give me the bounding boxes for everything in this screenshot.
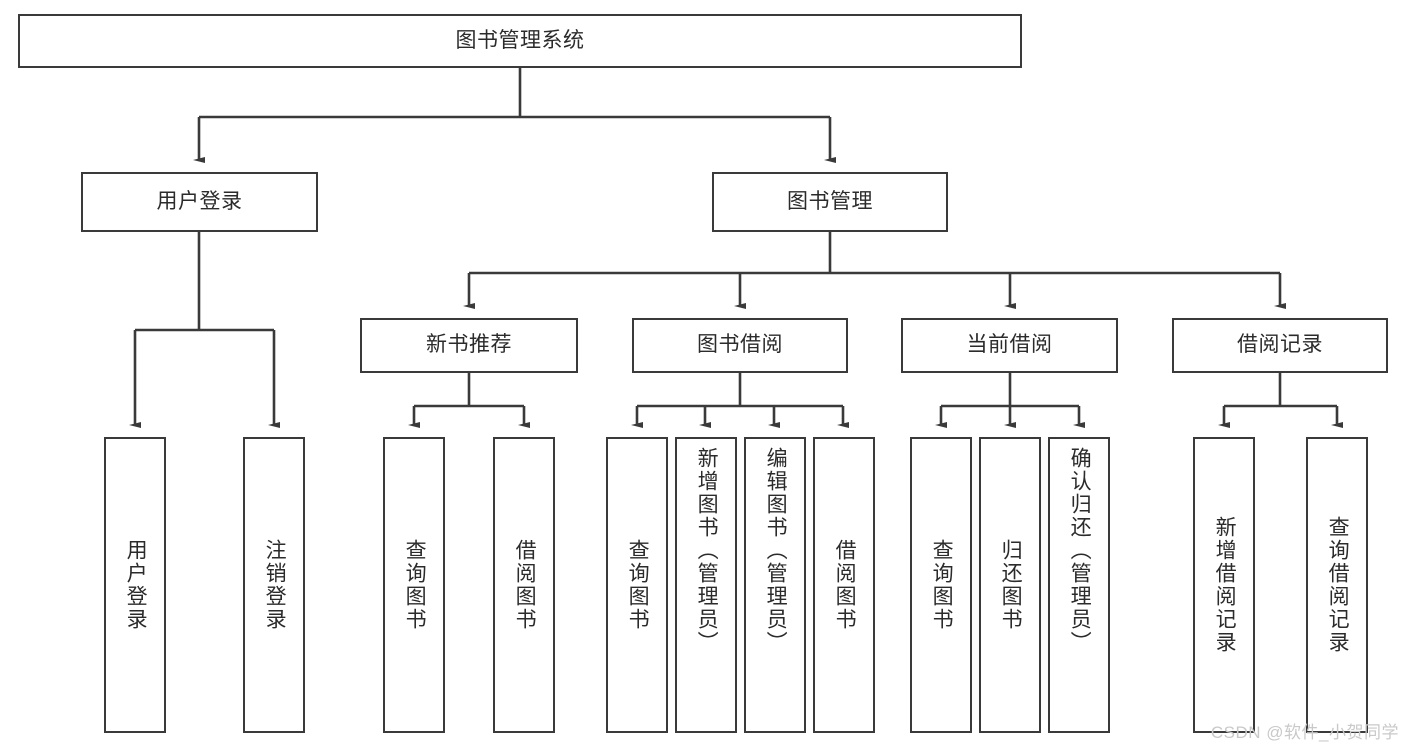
leaf-label: 用户登录 [124,539,148,631]
leaf-label: 注销登录 [263,539,287,631]
leaf-label: 借阅图书 [513,539,537,631]
node-current-borrow[interactable]: 当前借阅 [901,318,1118,373]
leaf-user-login[interactable]: 用户登录 [104,437,166,733]
node-label: 图书管理系统 [455,28,585,52]
node-label: 用户登录 [156,189,243,213]
leaf-label: 归还图书 [999,539,1023,631]
leaf-add-book-admin[interactable]: 新增图书（管理员） [675,437,737,733]
node-label: 图书借阅 [697,333,783,357]
leaf-query-borrow-record[interactable]: 查询借阅记录 [1306,437,1368,733]
leaf-label: 查询借阅记录 [1326,516,1350,654]
leaf-label: 新增借阅记录 [1213,516,1237,654]
node-label: 新书推荐 [426,333,512,357]
leaf-logout[interactable]: 注销登录 [243,437,305,733]
leaf-add-borrow-record[interactable]: 新增借阅记录 [1193,437,1255,733]
node-borrow-record[interactable]: 借阅记录 [1172,318,1388,373]
leaf-query-book-recommend[interactable]: 查询图书 [383,437,445,733]
node-label: 当前借阅 [966,333,1053,357]
leaf-return-book[interactable]: 归还图书 [979,437,1041,733]
node-label: 借阅记录 [1237,333,1323,357]
leaf-label: 确认归还（管理员） [1068,447,1092,654]
node-root-book-management-system[interactable]: 图书管理系统 [18,14,1022,68]
leaf-borrow-book[interactable]: 借阅图书 [813,437,875,733]
leaf-query-book-current[interactable]: 查询图书 [910,437,972,733]
node-book-borrow[interactable]: 图书借阅 [632,318,848,373]
leaf-label: 新增图书（管理员） [695,447,719,654]
node-label: 图书管理 [787,189,873,213]
leaf-label: 查询图书 [626,539,650,631]
node-new-book-recommend[interactable]: 新书推荐 [360,318,578,373]
leaf-confirm-return-admin[interactable]: 确认归还（管理员） [1048,437,1110,733]
leaf-label: 查询图书 [403,539,427,631]
leaf-query-book-borrow[interactable]: 查询图书 [606,437,668,733]
leaf-edit-book-admin[interactable]: 编辑图书（管理员） [744,437,806,733]
leaf-label: 编辑图书（管理员） [764,447,788,654]
node-user-login[interactable]: 用户登录 [81,172,318,232]
node-book-management[interactable]: 图书管理 [712,172,948,232]
connector-group [129,68,1343,428]
leaf-label: 查询图书 [930,539,954,631]
leaf-label: 借阅图书 [833,539,857,631]
leaf-borrow-book-recommend[interactable]: 借阅图书 [493,437,555,733]
